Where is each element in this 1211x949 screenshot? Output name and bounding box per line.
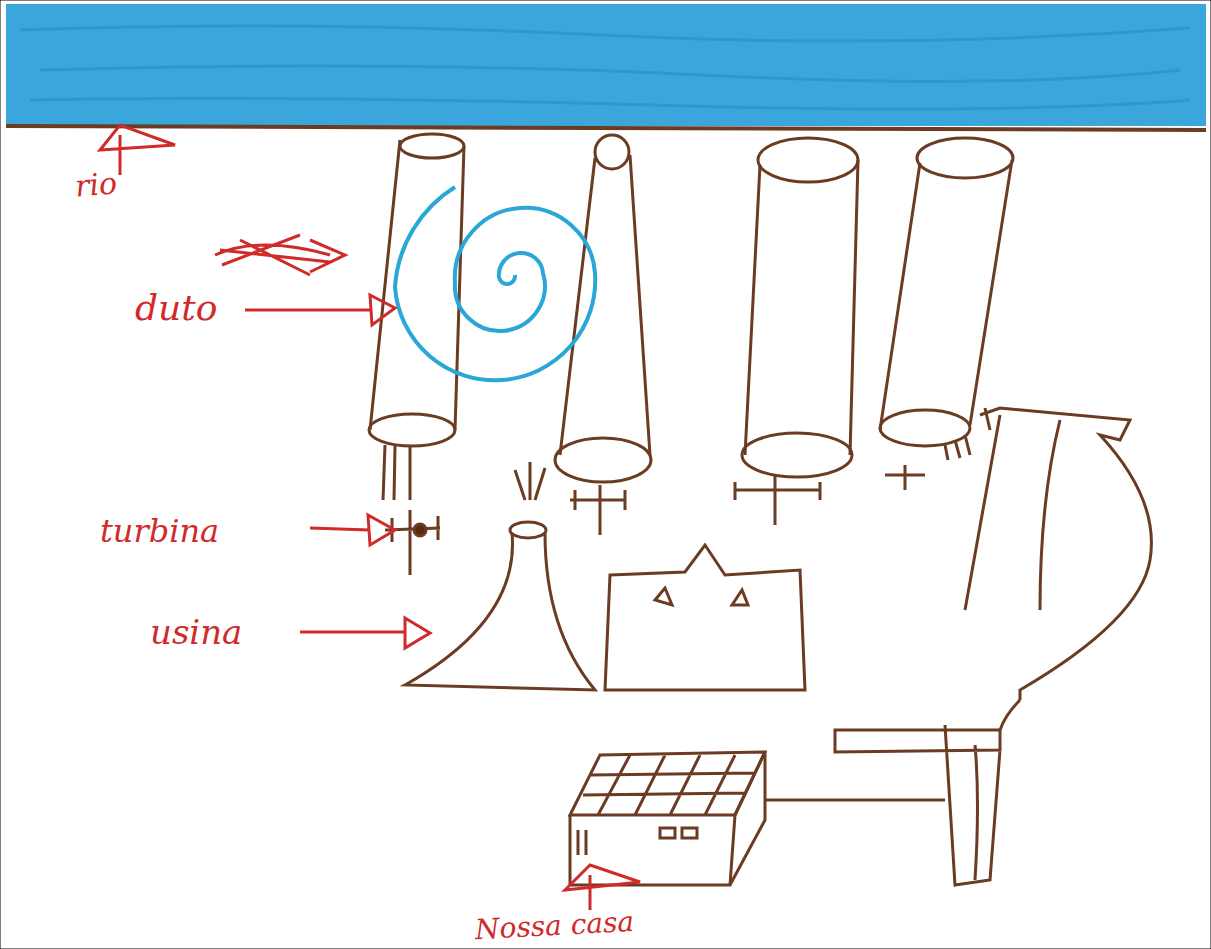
part-label: turbina — [100, 515, 219, 547]
part-label: usina — [150, 615, 242, 649]
part-label: Nossa casa — [474, 908, 634, 944]
pipes — [369, 134, 1151, 885]
river-texture — [20, 26, 1190, 109]
leader-arrows — [100, 125, 640, 910]
river-band — [6, 4, 1206, 126]
river-bank — [6, 126, 1206, 130]
whirlpool-spiral — [395, 187, 595, 380]
part-label: rio — [74, 168, 118, 202]
part-label: duto — [135, 290, 217, 326]
